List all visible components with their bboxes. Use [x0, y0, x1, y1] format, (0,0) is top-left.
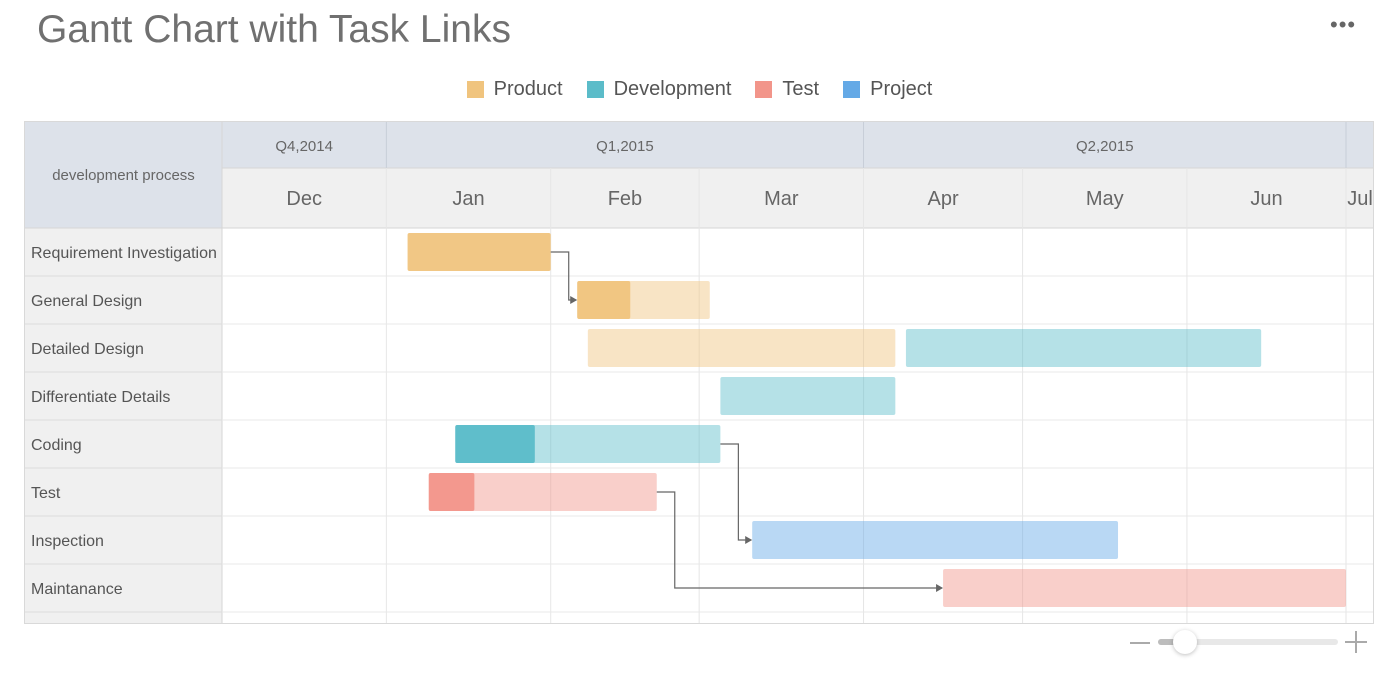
more-options-icon[interactable]: •••: [1330, 12, 1357, 37]
month-label: Jul: [1347, 188, 1373, 210]
task-label: Requirement Investigation: [31, 245, 217, 262]
task-link-arrow: [936, 584, 944, 592]
legend-item-project[interactable]: Project: [843, 78, 932, 101]
quarter-label: Q4,2014: [275, 138, 333, 155]
legend-label-product: Product: [493, 78, 563, 100]
legend-swatch-product: [466, 81, 484, 98]
gantt-bar-progress: [428, 473, 475, 511]
zoom-in-icon-v: [1355, 631, 1357, 653]
task-label: Maintanance: [31, 581, 123, 598]
month-label: Feb: [608, 188, 642, 210]
legend: Product Development Test Project: [0, 78, 1399, 101]
legend-item-test[interactable]: Test: [755, 78, 819, 101]
legend-swatch-test: [755, 81, 773, 98]
legend-label-test: Test: [782, 78, 820, 100]
month-label: Jun: [1250, 188, 1282, 210]
legend-swatch-development: [586, 81, 604, 98]
gantt-chart: development process Q4,2014 Q1,2015 Q2,2015…: [24, 121, 1374, 624]
legend-item-product[interactable]: Product: [466, 78, 563, 101]
task-label: General Design: [31, 293, 142, 310]
row-header-bg: [25, 122, 222, 228]
quarter-label: Q1,2015: [596, 138, 654, 155]
legend-label-project: Project: [870, 78, 933, 100]
task-label: Detailed Design: [31, 341, 144, 358]
month-label: Mar: [764, 188, 799, 210]
gantt-bar-progress: [577, 281, 631, 319]
legend-label-development: Development: [613, 78, 732, 100]
zoom-in-icon[interactable]: [1342, 628, 1370, 656]
zoom-control: [1126, 628, 1370, 658]
zoom-slider-fill: [1158, 639, 1185, 645]
zoom-slider-track[interactable]: [1158, 639, 1338, 645]
chart-title: Gantt Chart with Task Links: [37, 8, 511, 51]
month-label: Apr: [927, 188, 958, 210]
month-label: Dec: [286, 188, 322, 210]
month-header-bg: [222, 168, 1373, 228]
task-label: Differentiate Details: [31, 389, 170, 406]
gantt-bar: [407, 233, 551, 271]
gantt-svg: development process Q4,2014 Q1,2015 Q2,2015…: [25, 122, 1373, 623]
gantt-bar: [428, 473, 657, 511]
task-label: Test: [31, 485, 61, 502]
task-label: Inspection: [31, 533, 104, 550]
gantt-bar: [752, 521, 1119, 559]
task-link-line: [720, 443, 752, 541]
legend-item-development[interactable]: Development: [586, 78, 732, 101]
gantt-bar: [587, 329, 896, 367]
task-link-line: [656, 491, 943, 589]
quarter-header-bg: [222, 122, 1373, 168]
task-label-column-bg: [25, 228, 222, 623]
zoom-out-icon[interactable]: [1130, 642, 1150, 644]
row-header-label: development process: [52, 167, 195, 184]
gantt-bar: [905, 329, 1262, 367]
zoom-slider-handle[interactable]: [1173, 630, 1197, 654]
gantt-bar: [943, 569, 1346, 607]
quarter-label: Q2,2015: [1076, 138, 1134, 155]
task-link-arrow: [570, 296, 578, 304]
gantt-bar-progress: [455, 425, 535, 463]
legend-swatch-project: [843, 81, 861, 98]
task-link-arrow: [745, 536, 753, 544]
month-label: May: [1086, 188, 1124, 210]
task-label: Coding: [31, 437, 82, 454]
month-label: Jan: [452, 188, 484, 210]
gantt-bar: [720, 377, 896, 415]
